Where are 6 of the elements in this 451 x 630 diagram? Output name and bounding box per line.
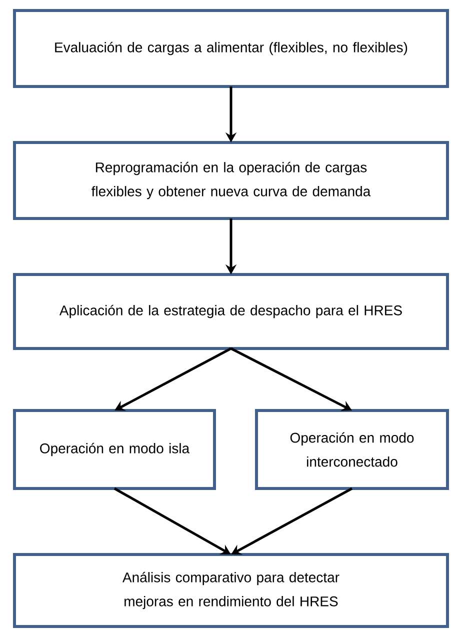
process-box: Operación en modo interconectado xyxy=(255,409,449,490)
process-box: Reprogramación en la operación de cargas flexibles y obtener nueva curva de demanda xyxy=(13,141,449,220)
process-box: Análisis comparativo para detectar mejoras en rendimiento del HRES xyxy=(13,553,449,628)
process-box: Evaluación de cargas a alimentar (flexibles, no flexibles) xyxy=(13,9,449,88)
process-box: Aplicación de la estrategia de despacho para el HRES xyxy=(13,273,449,350)
process-box: Operación en modo isla xyxy=(13,409,216,490)
